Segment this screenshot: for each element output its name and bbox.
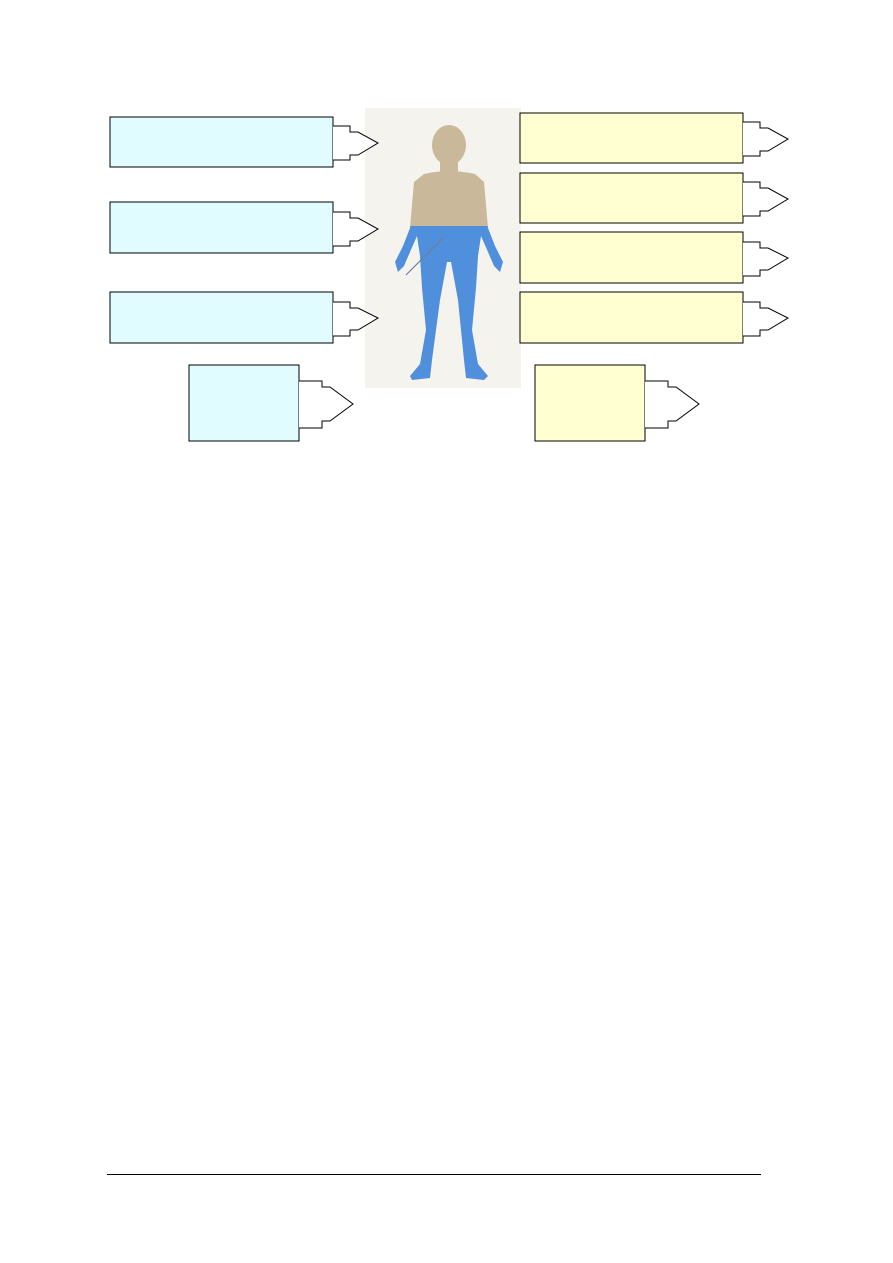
right-box-2	[519, 172, 790, 224]
left-box-1	[109, 116, 380, 168]
right-arrow-icon	[743, 241, 790, 277]
right-box-4	[519, 291, 790, 344]
right-arrow-icon	[645, 380, 700, 429]
left-box-4	[188, 364, 354, 442]
right-arrow-icon	[333, 301, 380, 337]
left-box-2	[109, 201, 380, 254]
pointer-line	[405, 236, 445, 276]
right-arrow-icon	[743, 301, 790, 337]
right-box-3	[519, 231, 790, 284]
diagram-canvas	[109, 108, 790, 442]
right-arrow-icon	[299, 380, 354, 429]
right-arrow-icon	[333, 125, 380, 161]
right-box-5	[534, 364, 700, 442]
footer-rule	[107, 1174, 761, 1175]
right-arrow-icon	[743, 121, 790, 157]
right-arrow-icon	[333, 211, 380, 247]
right-arrow-icon	[743, 181, 790, 217]
body-water-diagram	[0, 0, 893, 460]
left-box-3	[109, 291, 380, 344]
right-box-1	[519, 112, 790, 164]
